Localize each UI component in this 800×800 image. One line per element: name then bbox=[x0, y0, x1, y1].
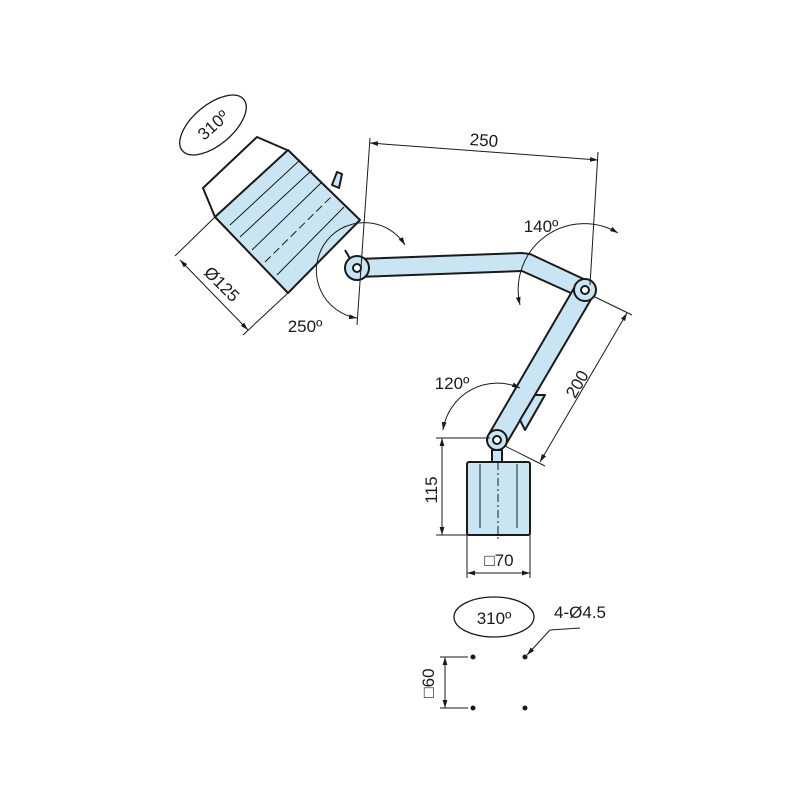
upper-arm-length-label: 250 bbox=[469, 130, 499, 151]
elbow-angle-label: 140º bbox=[524, 217, 559, 236]
mounting-holes-label: 4-Ø4.5 bbox=[554, 603, 606, 622]
dimension-lines bbox=[174, 94, 633, 711]
base-height-label: 115 bbox=[422, 476, 441, 503]
head-body bbox=[214, 149, 361, 294]
lower-arm-length-label: 200 bbox=[562, 367, 593, 401]
lower-arm bbox=[488, 282, 594, 447]
head-knob bbox=[331, 171, 343, 189]
base-rotation-label: 310º bbox=[477, 609, 512, 628]
base-width-label: □70 bbox=[484, 551, 513, 570]
mount-hole bbox=[470, 705, 476, 711]
mount-hole bbox=[470, 654, 476, 660]
arm-assembly bbox=[344, 252, 597, 451]
head-tilt-label: 250º bbox=[288, 317, 323, 336]
head-rotation-label: 310º bbox=[194, 107, 232, 144]
lamp-base bbox=[466, 449, 531, 540]
head-handle bbox=[202, 136, 288, 218]
head-diameter-label: Ø125 bbox=[200, 263, 243, 306]
lamp-head bbox=[202, 136, 361, 294]
upper-arm bbox=[356, 252, 591, 299]
mount-hole bbox=[522, 654, 528, 660]
mount-hole bbox=[522, 705, 528, 711]
base-joint-angle-label: 120º bbox=[435, 374, 470, 393]
hole-spacing-label: □60 bbox=[419, 668, 438, 697]
